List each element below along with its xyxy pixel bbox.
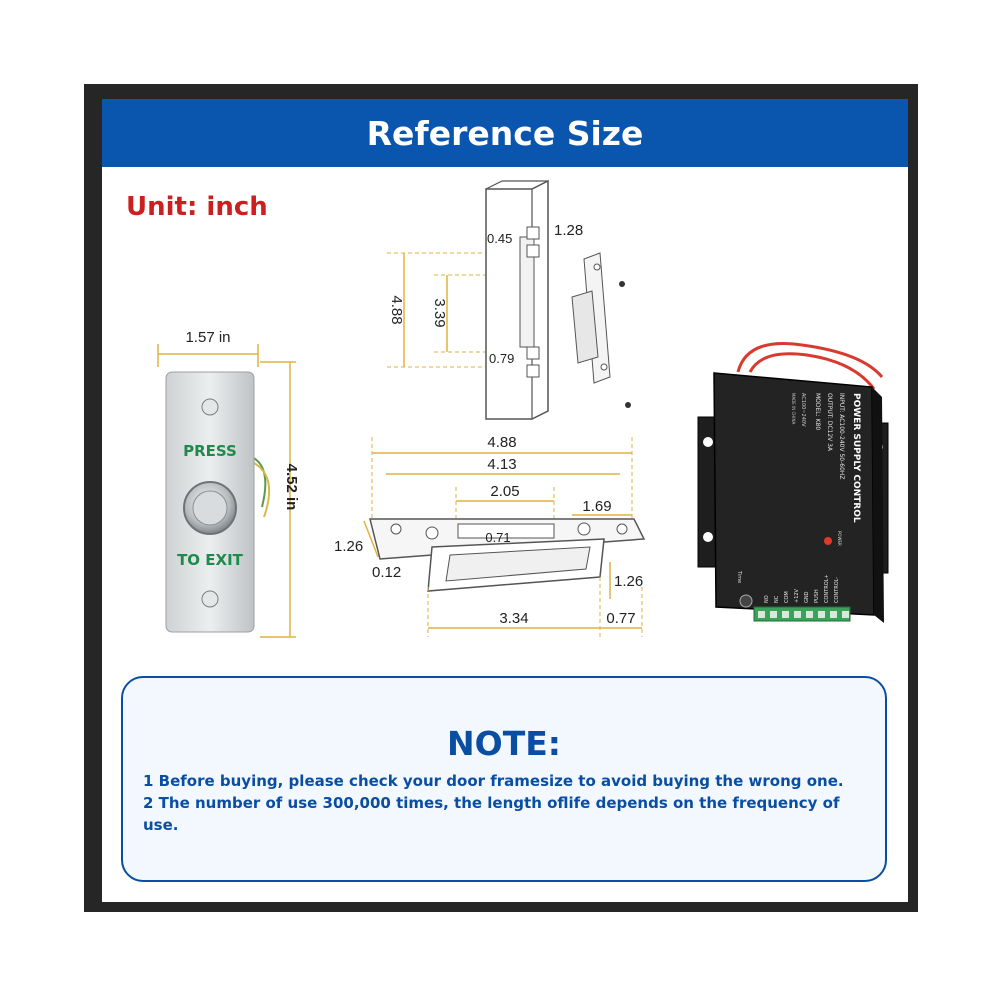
to-exit-text: TO EXIT: [177, 551, 244, 569]
note-item: 2 The number of use 300,000 times, the l…: [143, 794, 840, 834]
side-plate-height: 1.26: [334, 538, 363, 555]
psu-model: MODEL: K80: [814, 393, 821, 430]
terminal-label: NC: [774, 595, 780, 603]
terminal-label: CONTROL-: [834, 577, 840, 603]
terminal-label: PUSH: [814, 589, 820, 603]
psu-power-label: POWER: [837, 531, 842, 546]
psu-title: POWER SUPPLY CONTROL: [851, 393, 861, 523]
dimension-diagram: 1.57 in 4.52 in PRESS TO EXIT: [157, 179, 889, 638]
psu-input: INPUT: AC100-240V 50-60HZ: [838, 393, 845, 480]
power-supply-illustration: POWER SUPPLY CONTROL INPUT: AC100-240V 5…: [697, 342, 889, 623]
time-knob-icon: [739, 594, 753, 608]
front-top-offset: 0.45: [487, 231, 512, 246]
power-led-icon: [824, 537, 832, 545]
psu-time-label: Time: [736, 570, 742, 583]
strike-side-view: 4.88 4.13 2.05 1.69 0.71 1.26 0.12 1.26: [334, 434, 646, 637]
note-box: NOTE: 1 Before buying, please check your…: [121, 676, 887, 882]
side-plate-thickness: 0.12: [372, 564, 401, 581]
terminal-label: +12V: [794, 588, 800, 603]
front-side-width: 1.28: [554, 222, 583, 239]
note-item: 1 Before buying, please check your door …: [143, 772, 844, 790]
header-banner: Reference Size: [102, 99, 908, 167]
press-text: PRESS: [183, 442, 237, 460]
psu-voltage: AC100~240V: [800, 393, 806, 427]
terminal-label: NO: [764, 595, 770, 603]
side-body-length: 3.34: [499, 610, 528, 627]
psu-made: MADE IN CHINA: [791, 393, 796, 424]
strike-front-view: 4.88 3.39 0.45 1.28 0.79: [387, 179, 631, 420]
front-inner-height: 3.39: [431, 298, 448, 327]
terminal-label: CONTROL+: [824, 574, 830, 603]
side-end-offset: 1.69: [582, 498, 611, 515]
side-body-depth: 1.26: [614, 573, 643, 590]
note-list: 1 Before buying, please check your door …: [143, 770, 873, 836]
note-title: NOTE:: [447, 724, 561, 763]
side-overall-length: 4.88: [487, 434, 516, 451]
terminal-label: GND: [804, 591, 810, 603]
side-hole-span: 4.13: [487, 456, 516, 473]
terminal-label: COM: [784, 591, 790, 603]
front-bottom-offset: 0.79: [489, 351, 514, 366]
front-outer-height: 4.88: [388, 295, 405, 324]
side-body-offset: 0.77: [606, 610, 635, 627]
exit-button-width-label: 1.57 in: [185, 329, 230, 346]
exit-button-illustration: 1.57 in 4.52 in PRESS TO EXIT: [157, 329, 300, 638]
page-title: Reference Size: [366, 113, 644, 153]
psu-output: OUTPUT: DC12V 3A: [826, 393, 833, 452]
unit-label: Unit: inch: [126, 192, 268, 222]
exit-button-height-label: 4.52 in: [283, 464, 300, 511]
side-slot-width: 0.71: [485, 530, 510, 545]
side-slot-length: 2.05: [490, 483, 519, 500]
